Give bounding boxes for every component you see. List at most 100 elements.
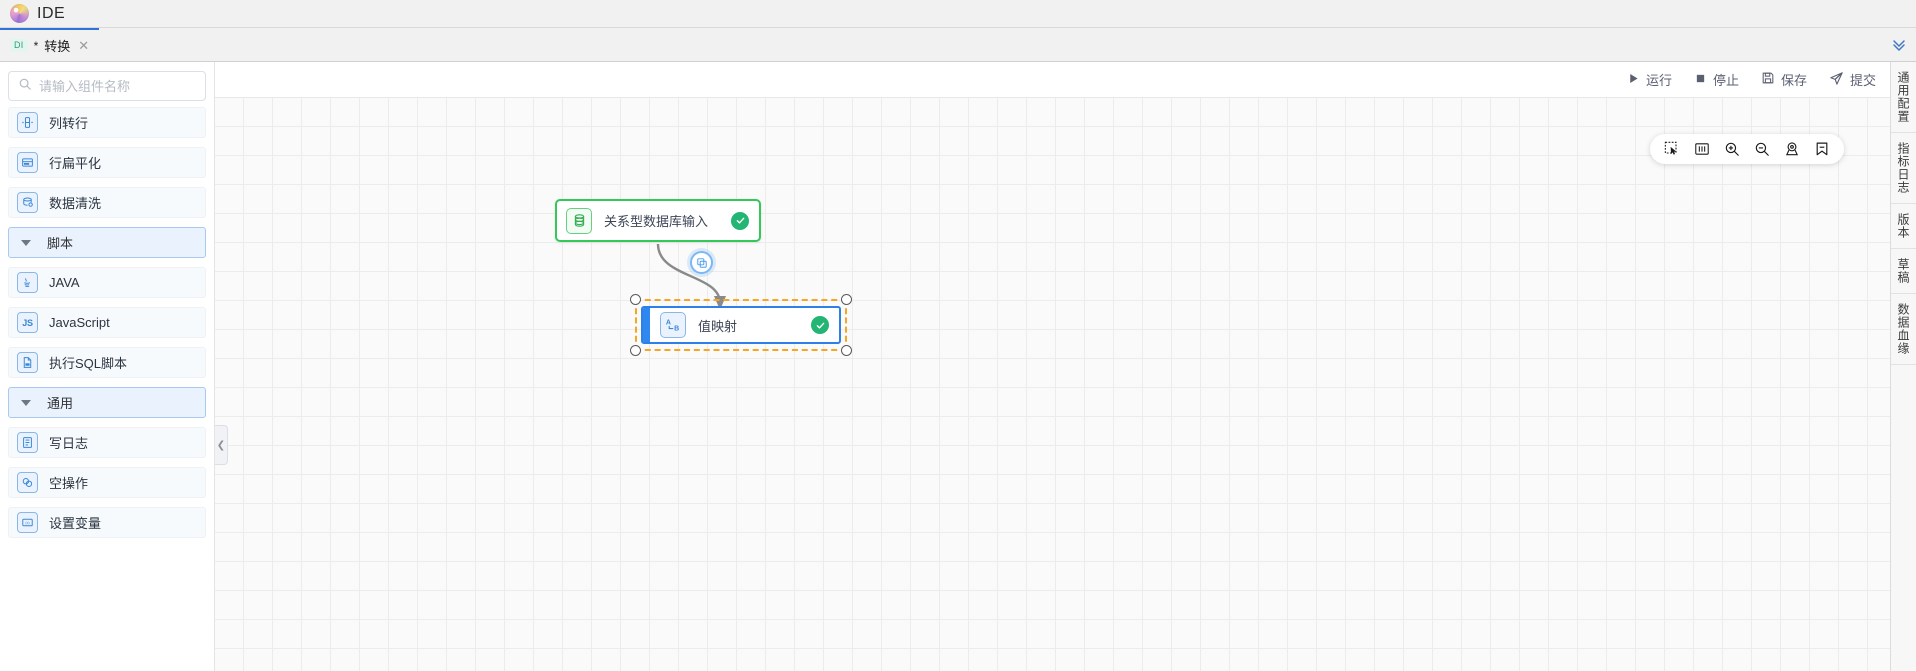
svg-text:(x): (x) (25, 521, 29, 525)
java-icon (17, 272, 38, 293)
caret-down-icon (21, 399, 31, 406)
swirl-logo-icon (10, 4, 29, 23)
stop-label: 停止 (1712, 73, 1739, 88)
svg-text:B: B (674, 326, 679, 333)
right-rail: 通用配置 指标日志 版本 草稿 数据血缘 (1890, 62, 1916, 671)
palette-item-数据清洗[interactable]: 数据清洗 (8, 187, 206, 218)
palette-item-label: 数据清洗 (49, 196, 102, 211)
row-flatten-icon (17, 152, 38, 173)
chevron-left-icon: ❮ (216, 439, 226, 451)
palette-item-行扁平化[interactable]: 行扁平化 (8, 147, 206, 178)
palette-search-area (0, 62, 214, 107)
flow-canvas[interactable]: 关系型数据库输入 A B (215, 98, 1890, 671)
edge-copy-icon[interactable] (690, 251, 713, 274)
tab-label: 转换 (44, 39, 71, 54)
palette-item-label: 行扁平化 (49, 156, 102, 171)
palette-collapse-handle[interactable]: ❮ (215, 425, 228, 465)
flow-edges (656, 243, 726, 310)
caret-down-icon (21, 239, 31, 246)
submit-label: 提交 (1849, 73, 1876, 88)
rail-tab-通用配置[interactable]: 通用配置 (1891, 62, 1916, 133)
component-palette: 列转行 行扁平化 (0, 62, 215, 671)
tab-bar-spacer (99, 28, 1882, 61)
save-label: 保存 (1780, 73, 1807, 88)
editor-center: 运行 停止 保存 (215, 62, 1890, 671)
selection-outline (635, 299, 847, 351)
align-layout-icon[interactable] (1694, 141, 1710, 157)
chevron-double-down-icon[interactable] (1882, 28, 1916, 61)
tab-type-badge: DI (10, 39, 28, 52)
editor-tab-转换[interactable]: DI * 转换 ✕ (0, 28, 100, 61)
palette-item-list[interactable]: 列转行 行扁平化 (0, 107, 214, 671)
js-icon: JS (17, 312, 38, 333)
palette-group-通用[interactable]: 通用 (8, 387, 206, 418)
palette-group-label: 通用 (47, 396, 74, 411)
flow-node-label: 关系型数据库输入 (604, 214, 709, 229)
search-input[interactable] (39, 78, 196, 94)
data-cleaning-icon (17, 192, 38, 213)
palette-item-空操作[interactable]: 空操作 (8, 467, 206, 498)
column-to-row-icon (17, 112, 38, 133)
run-button[interactable]: 运行 (1627, 70, 1672, 89)
fit-view-icon[interactable] (1784, 141, 1800, 157)
save-icon (1761, 71, 1775, 88)
save-button[interactable]: 保存 (1761, 70, 1807, 89)
title-bar: IDE (0, 0, 1916, 28)
search-icon (18, 77, 32, 96)
stop-button[interactable]: 停止 (1694, 70, 1739, 89)
palette-item-label: JavaScript (49, 315, 110, 330)
palette-item-label: 空操作 (49, 476, 89, 491)
palette-group-脚本[interactable]: 脚本 (8, 227, 206, 258)
flow-node-关系型数据库输入[interactable]: 关系型数据库输入 (555, 199, 761, 242)
tab-dirty-marker: * (33, 38, 39, 53)
resize-handle-bottom-left[interactable] (630, 345, 641, 356)
check-circle-icon (811, 316, 829, 334)
palette-group-label: 脚本 (47, 236, 74, 251)
rail-tab-草稿[interactable]: 草稿 (1891, 249, 1916, 294)
palette-item-label: JAVA (49, 275, 80, 290)
resize-handle-top-left[interactable] (630, 294, 641, 305)
flow-node-selection-值映射[interactable]: A B 值映射 (630, 294, 852, 356)
database-icon (566, 207, 592, 234)
zoom-out-icon[interactable] (1754, 141, 1770, 157)
select-marquee-icon[interactable] (1664, 141, 1680, 157)
submit-button[interactable]: 提交 (1829, 70, 1876, 89)
value-mapping-icon: A B (660, 312, 686, 338)
sql-script-icon (17, 352, 38, 373)
palette-item-label: 设置变量 (49, 516, 102, 531)
close-icon[interactable]: ✕ (78, 37, 90, 53)
palette-item-列转行[interactable]: 列转行 (8, 107, 206, 138)
palette-item-label: 写日志 (49, 436, 89, 451)
palette-item-JavaScript[interactable]: JS JavaScript (8, 307, 206, 338)
svg-text:A: A (666, 319, 671, 326)
check-circle-icon (731, 211, 749, 230)
rail-tab-指标日志[interactable]: 指标日志 (1891, 133, 1916, 204)
palette-item-写日志[interactable]: 写日志 (8, 427, 206, 458)
flow-node-值映射[interactable]: A B 值映射 (641, 306, 841, 344)
palette-item-执行SQL脚本[interactable]: 执行SQL脚本 (8, 347, 206, 378)
run-label: 运行 (1645, 73, 1672, 88)
no-op-icon (17, 472, 38, 493)
editor-tab-bar: DI * 转换 ✕ (0, 28, 1916, 62)
zoom-in-icon[interactable] (1724, 141, 1740, 157)
palette-item-JAVA[interactable]: JAVA (8, 267, 206, 298)
write-log-icon (17, 432, 38, 453)
action-bar: 运行 停止 保存 (215, 62, 1890, 98)
app-title: IDE (37, 4, 66, 22)
resize-handle-top-right[interactable] (841, 294, 852, 305)
stop-icon (1694, 72, 1707, 88)
resize-handle-bottom-right[interactable] (841, 345, 852, 356)
rail-tab-版本[interactable]: 版本 (1891, 204, 1916, 249)
workbench-body: 列转行 行扁平化 (0, 62, 1916, 671)
play-icon (1627, 72, 1640, 88)
rail-tab-数据血缘[interactable]: 数据血缘 (1891, 294, 1916, 365)
bookmark-icon[interactable] (1814, 141, 1830, 157)
canvas-toolbar (1650, 134, 1844, 164)
palette-item-设置变量[interactable]: (x) 设置变量 (8, 507, 206, 538)
palette-item-label: 列转行 (49, 116, 89, 131)
palette-item-label: 执行SQL脚本 (49, 356, 128, 371)
search-box[interactable] (8, 71, 206, 101)
set-variable-icon: (x) (17, 512, 38, 533)
submit-icon (1829, 71, 1844, 89)
